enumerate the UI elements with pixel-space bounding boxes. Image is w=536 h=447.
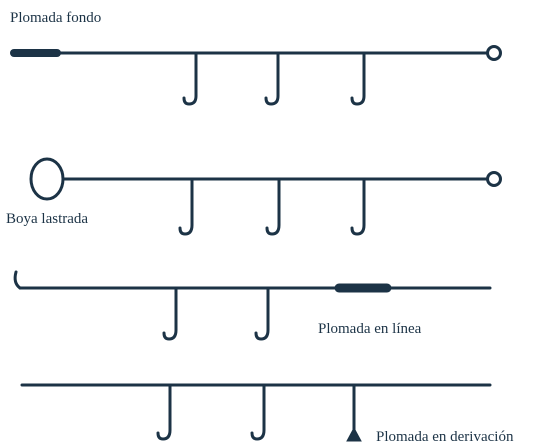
- rig-boya-lastrada: [29, 157, 502, 236]
- label-boya-lastrada: Boya lastrada: [6, 211, 89, 227]
- rig-2-hook-1: [178, 177, 194, 236]
- rig-2-weighted-float: [29, 157, 65, 201]
- label-plomada-en-derivacion: Plomada en derivación: [376, 429, 514, 445]
- rig-4-dropper-sinker: [346, 426, 362, 442]
- rig-3-end-hook: [13, 270, 22, 290]
- rig-3-hook-1: [162, 286, 178, 341]
- rig-1-swivel-ring: [486, 45, 502, 61]
- rig-1-hook-2: [264, 51, 280, 106]
- rig-2-swivel-ring: [486, 171, 502, 187]
- label-plomada-en-linea: Plomada en línea: [318, 321, 422, 337]
- label-plomada-fondo: Plomada fondo: [10, 10, 102, 26]
- rig-2-hook-3: [350, 177, 366, 236]
- rig-4-hook-2: [250, 383, 266, 441]
- rig-plomada-en-linea: [13, 270, 492, 341]
- rig-1-hook-1: [182, 51, 198, 106]
- rig-1-hook-3: [350, 51, 366, 106]
- rig-plomada-fondo: [10, 45, 502, 106]
- rig-3-hook-2: [254, 286, 270, 341]
- rig-4-hook-1: [156, 383, 172, 441]
- rig-2-hook-2: [265, 177, 281, 236]
- rig-plomada-en-derivacion: [20, 383, 492, 442]
